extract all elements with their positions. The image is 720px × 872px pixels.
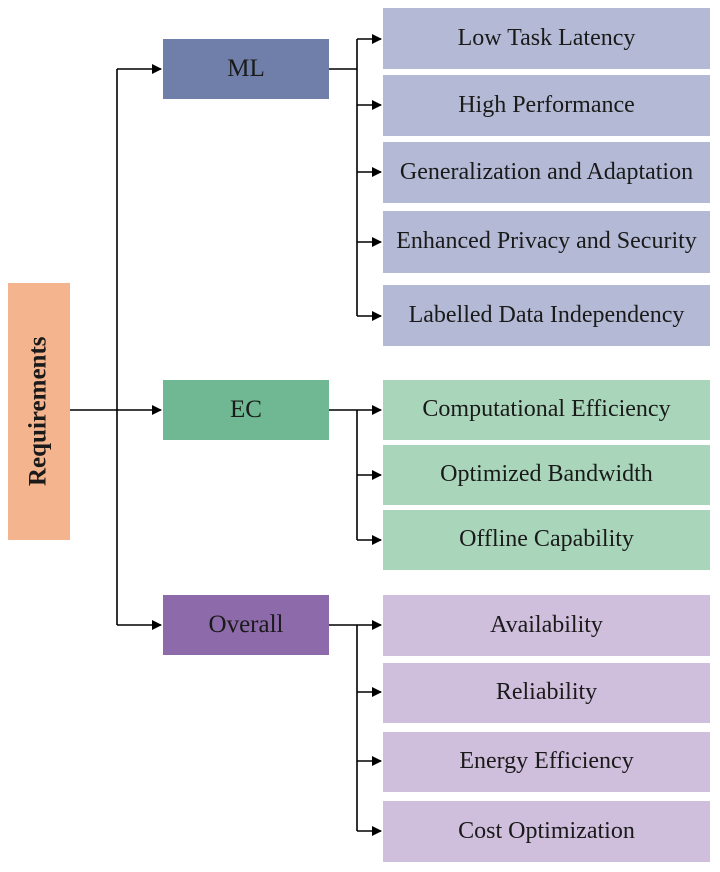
overall-item-energy-efficiency: Energy Efficiency bbox=[383, 732, 710, 792]
ml-item-low-task-latency: Low Task Latency bbox=[383, 8, 710, 69]
overall-item-cost-optimization: Cost Optimization bbox=[383, 801, 710, 862]
ec-item-optimized-bandwidth: Optimized Bandwidth bbox=[383, 445, 710, 505]
category-ml-box: ML bbox=[163, 39, 329, 99]
ml-item-labelled-data-independency: Labelled Data Independency bbox=[383, 285, 710, 346]
ml-item-privacy-security: Enhanced Privacy and Security bbox=[383, 211, 710, 273]
category-overall-box: Overall bbox=[163, 595, 329, 655]
requirements-root-label: Requirements bbox=[24, 336, 52, 487]
ec-item-computational-efficiency: Computational Efficiency bbox=[383, 380, 710, 440]
overall-item-reliability: Reliability bbox=[383, 663, 710, 723]
ml-item-generalization-adaptation: Generalization and Adaptation bbox=[383, 142, 710, 203]
requirements-root-box: Requirements bbox=[8, 283, 70, 540]
overall-item-availability: Availability bbox=[383, 595, 710, 656]
ec-item-offline-capability: Offline Capability bbox=[383, 510, 710, 570]
ml-item-high-performance: High Performance bbox=[383, 75, 710, 136]
category-ec-box: EC bbox=[163, 380, 329, 440]
